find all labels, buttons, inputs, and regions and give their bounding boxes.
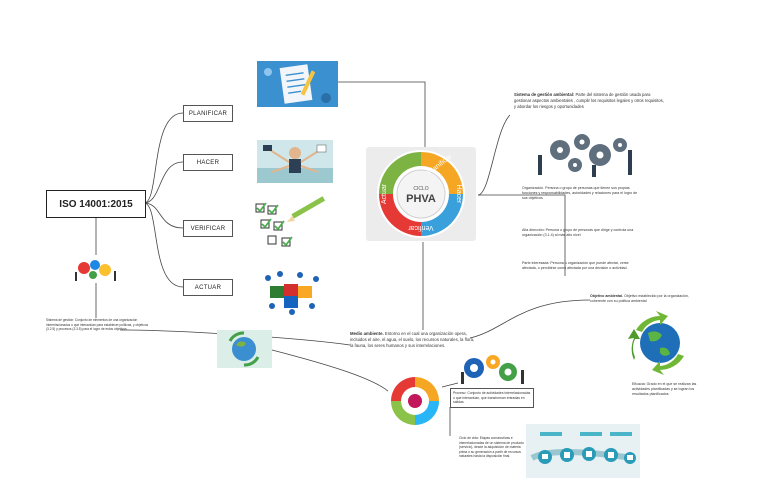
connector-top-image	[338, 82, 425, 148]
ciclo-vida-note: Ciclo de vida: Etapas consecutivas e int…	[459, 436, 525, 459]
proceso-note-text: Proceso: Conjunto de actividades interre…	[453, 391, 530, 404]
parte-interesada-note-text: Parte interesada: Persona u organización…	[522, 261, 629, 270]
objetivo-ambiental-note-title: Objetivo ambiental.	[590, 294, 623, 298]
phva-cycle-diagram: CICLO PHVA Planificar Hacer Verificar Ac…	[366, 147, 476, 241]
organizacion-note-text: Organización. Persona o grupo de persona…	[522, 186, 637, 200]
process-gears-image	[458, 350, 528, 386]
medio-ambiente-note: Medio ambiente. Entorno en el cual una o…	[350, 331, 475, 349]
iso-title: ISO 14001:2015	[59, 199, 132, 210]
branch-planificar-label: PLANIFICAR	[189, 111, 227, 117]
branch-verificar-label: VERIFICAR	[191, 226, 226, 232]
connector-planificar	[144, 113, 183, 203]
sga-note-title: Sistema de gestión ambiental:	[514, 92, 574, 97]
phva-verificar-label: Verificar	[408, 224, 434, 231]
iso-title-box: ISO 14001:2015	[46, 190, 146, 218]
eficacia-note: Eficacia: Grado en el que se realizan la…	[632, 382, 702, 397]
branch-hacer-box: HACER	[183, 154, 233, 171]
branch-actuar-box: ACTUAR	[183, 279, 233, 296]
connector-phva-right	[478, 115, 510, 195]
branch-planificar-box: PLANIFICAR	[183, 105, 233, 122]
objetivo-ambiental-note: Objetivo ambiental. Objetivo establecido…	[590, 294, 698, 304]
sga-note: Sistema de gestión ambiental: Parte del …	[514, 92, 664, 110]
phva-actuar-label: Actuar	[381, 183, 388, 204]
eficacia-note-text: Eficacia: Grado en el que se realizan la…	[632, 382, 696, 396]
checklist-image	[257, 61, 338, 107]
connector-actuar	[144, 203, 183, 287]
connector-medio-objetivo	[470, 300, 590, 338]
gears-icon-left	[70, 255, 120, 283]
recycling-image	[217, 330, 272, 368]
checkbox-pencil-image	[250, 196, 332, 249]
organizacion-note: Organización. Persona o grupo de persona…	[522, 186, 642, 201]
branch-actuar-label: ACTUAR	[195, 285, 221, 291]
phva-ciclo-label: CICLO	[413, 186, 428, 192]
sistema-gestion-note: Sistema de gestión: Conjunto de elemento…	[46, 318, 158, 332]
people-gears-image	[530, 128, 635, 180]
phva-hacer-label: Hacer	[455, 185, 462, 204]
cycle-wheel-image	[388, 372, 442, 430]
life-cycle-image	[526, 424, 640, 478]
proceso-note: Proceso: Conjunto de actividades interre…	[450, 388, 534, 408]
puzzle-team-image	[258, 266, 328, 318]
ciclo-vida-note-text: Ciclo de vida: Etapas consecutivas e int…	[459, 436, 524, 458]
branch-hacer-label: HACER	[197, 160, 220, 166]
branch-verificar-box: VERIFICAR	[183, 220, 233, 237]
parte-interesada-note: Parte interesada: Persona u organización…	[522, 261, 642, 271]
alta-direccion-note: Alta dirección: Persona o grupo de perso…	[522, 228, 642, 238]
alta-direccion-note-text: Alta dirección: Persona o grupo de perso…	[522, 228, 633, 237]
connector-medio-cycle	[272, 350, 392, 395]
phva-center-label: PHVA	[406, 193, 436, 205]
busy-worker-image	[257, 140, 333, 183]
connector-verificar	[144, 203, 183, 228]
medio-ambiente-note-title: Medio ambiente.	[350, 331, 384, 336]
globe-recycle-image	[615, 307, 705, 379]
sistema-gestion-note-text: Sistema de gestión: Conjunto de elemento…	[46, 318, 148, 331]
